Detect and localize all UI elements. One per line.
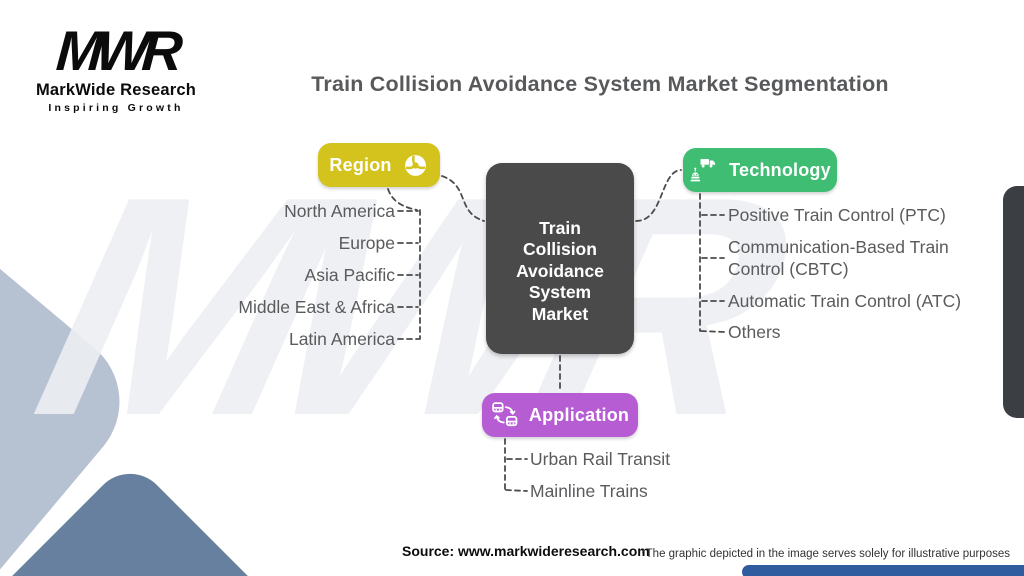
region-item: North America	[284, 201, 395, 221]
decor-right-bar	[1003, 186, 1024, 418]
connector-tick	[505, 489, 528, 492]
region-item-list: North America Europe Asia Pacific Middle…	[160, 195, 395, 355]
connector-region-to-spine	[387, 188, 418, 211]
segment-badge-application: Application	[482, 393, 638, 437]
technology-item: Others	[728, 322, 781, 342]
application-item: Mainline Trains	[530, 481, 648, 501]
technology-item-list: Positive Train Control (PTC) Communicati…	[728, 204, 990, 343]
center-node-label: Train Collision Avoidance System Market	[516, 217, 604, 324]
footer-source: Source: www.markwideresearch.com	[402, 543, 650, 559]
center-node: Train Collision Avoidance System Market	[486, 163, 634, 354]
technology-badge-label: Technology	[729, 159, 831, 180]
technology-item: Positive Train Control (PTC)	[728, 205, 946, 225]
connector-region-to-center	[441, 175, 485, 222]
region-item: Middle East & Africa	[238, 297, 395, 317]
region-item: Europe	[338, 233, 395, 253]
train-transfer-icon	[492, 402, 518, 427]
application-badge-label: Application	[528, 404, 630, 425]
region-badge-label: Region	[329, 154, 392, 175]
logo: MWR MarkWide Research Inspiring Growth	[34, 19, 198, 114]
application-item: Urban Rail Transit	[530, 449, 671, 469]
page-title: Train Collision Avoidance System Market …	[311, 72, 889, 96]
segment-badge-region: Region	[318, 143, 440, 187]
application-item-list: Urban Rail Transit Mainline Trains	[530, 448, 760, 512]
globe-icon	[404, 154, 426, 176]
robot-truck-icon	[690, 159, 716, 182]
technology-item: Automatic Train Control (ATC)	[728, 291, 962, 311]
logo-name: MarkWide Research	[35, 81, 197, 99]
region-item: Latin America	[288, 329, 395, 349]
connector-tick	[700, 330, 725, 333]
connector-center-to-technology	[635, 169, 682, 222]
decor-bottom-bar	[742, 565, 1024, 576]
logo-tagline: Inspiring Growth	[48, 102, 184, 114]
segment-badge-technology: Technology	[683, 148, 837, 192]
region-item: Asia Pacific	[304, 265, 395, 285]
technology-item: Communication-Based Train Control (CBTC)	[728, 237, 949, 279]
footer-note: *The graphic depicted in the image serve…	[641, 548, 1010, 560]
